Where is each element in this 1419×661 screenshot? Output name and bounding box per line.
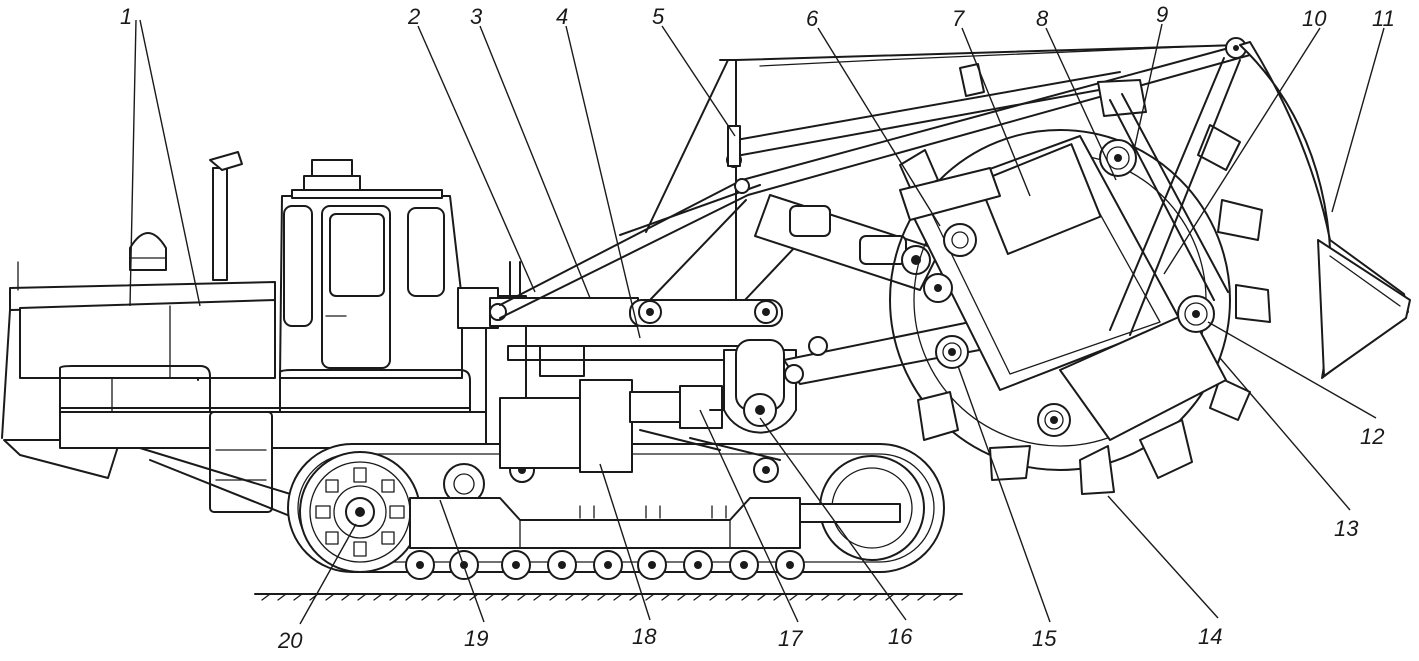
conveyor-frame [899, 57, 1241, 441]
callout-1: 1 [120, 4, 132, 29]
exhaust-pipe [209, 151, 243, 281]
road-wheels [405, 550, 805, 580]
trench-wheel [889, 63, 1271, 495]
callout-6: 6 [806, 6, 819, 31]
operator-cab [279, 159, 463, 379]
pulleys [923, 139, 1215, 437]
callout-14: 14 [1198, 624, 1222, 649]
callout-11: 11 [1372, 6, 1395, 31]
callout-5: 5 [652, 4, 665, 29]
callout-15: 15 [1032, 626, 1057, 651]
handrail [59, 365, 471, 439]
callout-20: 20 [277, 628, 303, 653]
callout-13: 13 [1334, 516, 1359, 541]
callout-18: 18 [632, 624, 657, 649]
callout-16: 16 [888, 624, 913, 649]
lift-cylinder [489, 297, 783, 327]
callout-17: 17 [778, 626, 803, 651]
callout-9: 9 [1156, 2, 1168, 27]
drive-sprocket [299, 451, 421, 573]
callout-3: 3 [470, 4, 483, 29]
callout-2: 2 [407, 4, 420, 29]
callout-7: 7 [952, 6, 965, 31]
engine-hood [19, 299, 276, 379]
ground-line [254, 593, 963, 601]
callout-10: 10 [1302, 6, 1327, 31]
callout-labels: 1 2 3 4 5 6 7 8 9 10 11 12 13 14 15 16 1… [120, 2, 1395, 653]
callout-8: 8 [1036, 6, 1049, 31]
callout-12: 12 [1360, 424, 1384, 449]
beacon-light [129, 232, 167, 271]
callout-19: 19 [464, 626, 488, 651]
transmission [499, 345, 781, 473]
reducer-drive [723, 339, 797, 434]
track-frame [409, 497, 801, 549]
spoil-shield [1239, 41, 1411, 379]
callout-4: 4 [556, 4, 568, 29]
idler-wheel [799, 455, 925, 561]
callout-leaders [129, 19, 1385, 625]
